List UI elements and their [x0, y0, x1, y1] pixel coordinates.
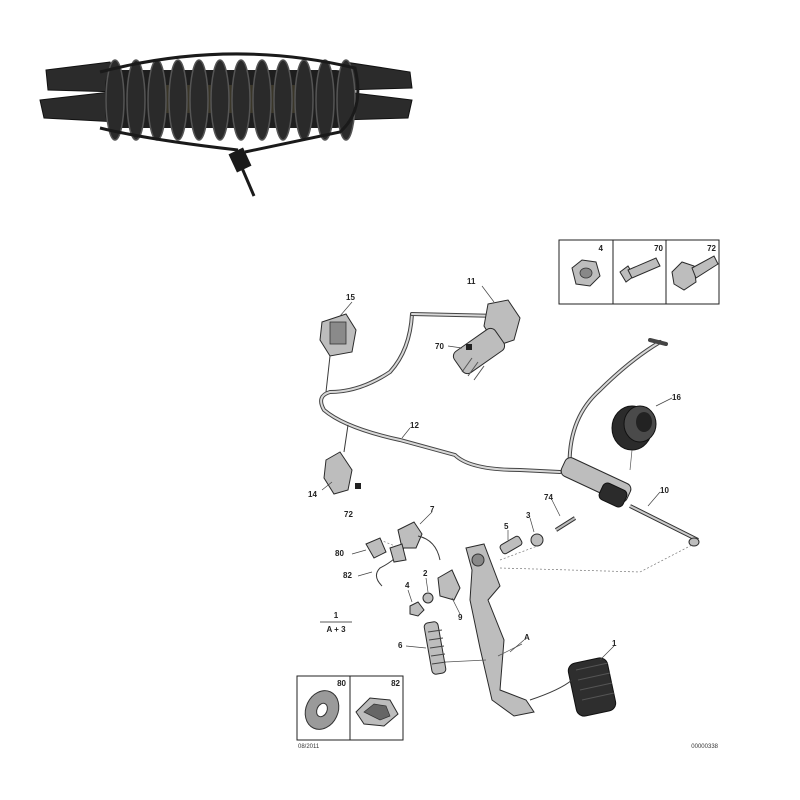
callout-80: 80	[335, 549, 344, 558]
callout-72: 72	[344, 510, 353, 519]
callout-6: 6	[398, 641, 403, 650]
footer-date: 08/2011	[298, 744, 320, 750]
clutch-switch-7	[365, 521, 441, 587]
callout-70: 70	[435, 342, 444, 351]
return-spring-6	[423, 621, 487, 675]
legend-bottom: A + 3	[326, 625, 346, 634]
callout-12: 12	[410, 421, 419, 430]
legend-fraction: 1 A + 3	[320, 611, 352, 634]
bolt-icon	[619, 257, 661, 283]
flange-bolt-icon	[671, 255, 719, 291]
callout-7: 7	[430, 505, 435, 514]
nut-4	[409, 601, 425, 617]
callout-82: 82	[343, 571, 352, 580]
switch-cap-icon	[304, 690, 340, 730]
hardware-label-70: 70	[654, 244, 663, 253]
leader-lines	[321, 285, 673, 661]
callout-1: 1	[612, 639, 617, 648]
callout-3: 3	[526, 511, 531, 520]
reservoir-hose	[567, 338, 668, 476]
bushing-9	[437, 569, 461, 601]
callout-9: 9	[458, 613, 463, 622]
inset-label-80: 80	[337, 679, 346, 688]
bushing-3	[530, 533, 544, 547]
footer-ref: 00000338	[691, 744, 718, 750]
callout-A: A	[524, 633, 530, 642]
spring-5	[499, 535, 523, 555]
master-cylinder-10	[560, 457, 700, 547]
hardware-box: 4 70 72	[558, 239, 720, 305]
callout-2: 2	[423, 569, 428, 578]
bolt-74	[554, 516, 577, 532]
callout-10: 10	[660, 486, 669, 495]
callout-16: 16	[672, 393, 681, 402]
callout-4: 4	[405, 581, 410, 590]
inset-label-82: 82	[391, 679, 400, 688]
slave-cylinder-11	[452, 299, 521, 381]
callout-14: 14	[308, 490, 317, 499]
clip-14	[323, 424, 361, 495]
spring-assembly-photo	[39, 52, 413, 197]
hydraulic-pipe-12	[319, 312, 562, 474]
hardware-label-72: 72	[707, 244, 716, 253]
callout-5: 5	[504, 522, 509, 531]
legend-top: 1	[334, 611, 339, 620]
nut-icon	[571, 259, 601, 287]
hardware-label-4: 4	[599, 244, 604, 253]
switch-body-icon	[355, 697, 399, 727]
callout-15: 15	[346, 293, 355, 302]
pedal-pad-1	[529, 657, 617, 717]
callout-74: 74	[544, 493, 553, 502]
pedal-arm	[465, 543, 535, 717]
callout-11: 11	[467, 277, 476, 286]
washer-2	[422, 592, 434, 604]
inset-box: 80 82	[296, 675, 404, 741]
grommet-16	[611, 405, 657, 471]
callout-labels: 11 15 70 12 16 14 72 10 7 74 5 3 80 82 4…	[308, 277, 681, 650]
bracket-15	[319, 313, 357, 393]
